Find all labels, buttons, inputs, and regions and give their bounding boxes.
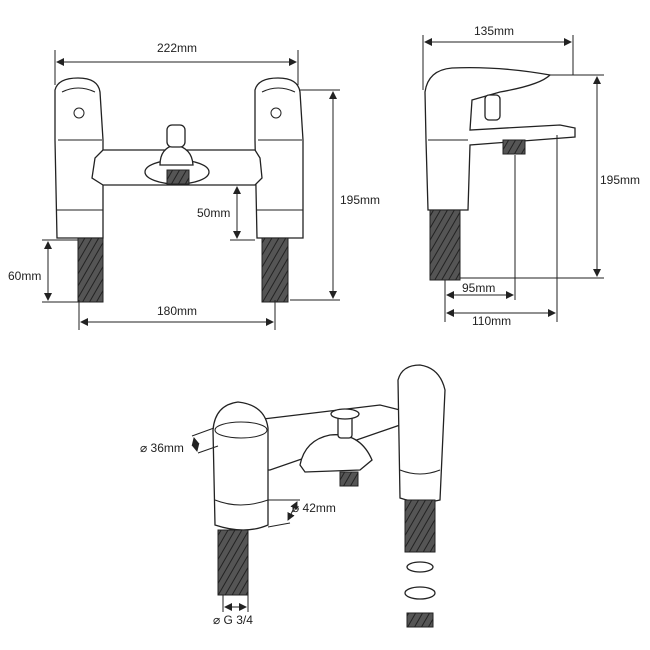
dimension-195mm-front: 195mm [290, 89, 380, 301]
iso-view: ⌀ 36mm ⌀ 42mm ⌀ G 3/4 [140, 364, 446, 628]
label-height-front: 195mm [340, 193, 380, 207]
side-view: 135mm 195mm 95mm 110mm [422, 24, 640, 328]
dimension-222mm: 222mm [54, 41, 299, 85]
label-thread-size: ⌀ G 3/4 [213, 613, 253, 627]
label-handle-diameter: ⌀ 36mm [140, 441, 184, 455]
left-valve [212, 401, 269, 596]
left-pillar [54, 77, 104, 303]
dimension-42mm: ⌀ 42mm [267, 499, 336, 528]
dimension-95mm: 95mm [444, 155, 516, 322]
dimension-60mm: 60mm [8, 239, 78, 303]
label-depth-overall: 135mm [474, 24, 514, 38]
front-view: 222mm 195mm 50mm 60mm 180mm [8, 41, 380, 330]
dimension-195mm-side: 195mm [460, 74, 640, 279]
dimension-180mm: 180mm [78, 300, 276, 330]
right-valve [397, 364, 446, 628]
dimension-135mm: 135mm [422, 24, 574, 90]
label-spout-clearance: 50mm [197, 206, 230, 220]
washer [406, 561, 434, 573]
backnut [406, 612, 434, 628]
spout-bridge [91, 124, 263, 186]
label-height-side: 195mm [600, 173, 640, 187]
dimension-g34: ⌀ G 3/4 [213, 595, 253, 627]
washer [404, 586, 436, 600]
right-pillar [254, 77, 304, 303]
dimension-110mm: 110mm [446, 135, 558, 328]
label-thread-length: 60mm [8, 269, 41, 283]
label-spout-reach: 110mm [472, 314, 511, 328]
label-outlet-reach: 95mm [462, 281, 495, 295]
label-centres: 180mm [157, 304, 197, 318]
dimension-36mm: ⌀ 36mm [140, 427, 219, 455]
label-body-diameter: ⌀ 42mm [292, 501, 336, 515]
dimension-50mm: 50mm [197, 184, 255, 241]
label-width-overall: 222mm [157, 41, 197, 55]
